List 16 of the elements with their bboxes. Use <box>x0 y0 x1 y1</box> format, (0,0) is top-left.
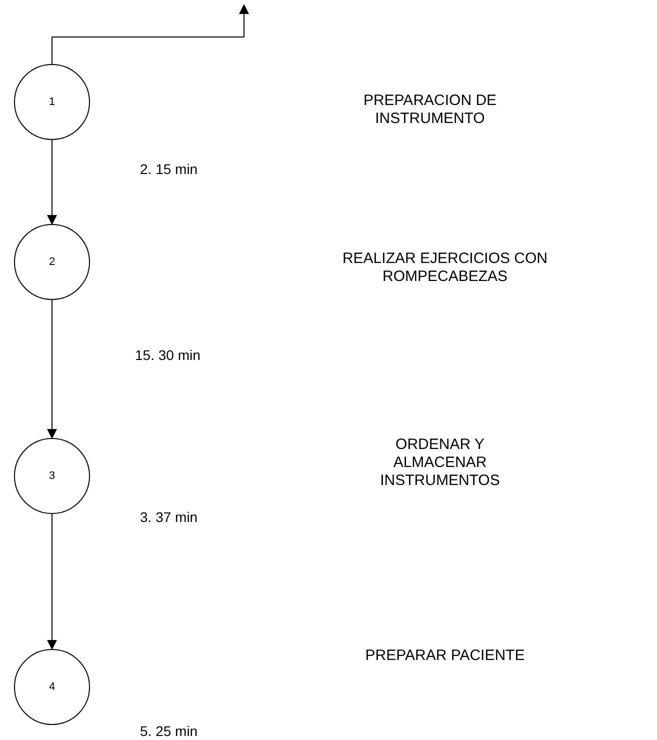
step-description: ORDENAR Y ALMACENAR INSTRUMENTOS <box>380 436 500 490</box>
step-number: 1 <box>48 94 56 110</box>
duration-label: 2. 15 min <box>140 160 198 178</box>
arrow <box>52 4 249 64</box>
step-number: 2 <box>48 254 56 270</box>
duration-label: 5. 25 min <box>140 722 198 740</box>
step-description: PREPARACION DE INSTRUMENTO <box>362 92 498 128</box>
step-description: REALIZAR EJERCICIOS CON ROMPECABEZAS <box>341 250 549 286</box>
arrow <box>47 300 57 439</box>
step-number: 3 <box>48 468 56 484</box>
duration-label: 3. 37 min <box>140 508 198 526</box>
duration-label: 15. 30 min <box>135 346 200 364</box>
arrow <box>47 514 57 650</box>
arrow <box>47 140 57 225</box>
step-number: 4 <box>48 680 56 695</box>
step-description: PREPARAR PACIENTE <box>364 647 526 665</box>
